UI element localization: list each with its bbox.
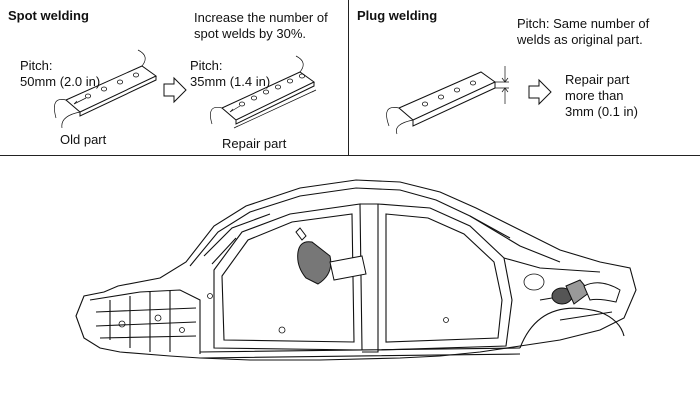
plug-welding-title: Plug welding (357, 8, 438, 23)
spot-welding-panel: Spot welding Increase the number of spot… (0, 0, 348, 155)
old-pitch-label: Pitch: 50mm (2.0 in) (20, 58, 101, 89)
old-part-label: Old part (60, 132, 107, 147)
spot-welding-title: Spot welding (8, 8, 89, 23)
body-holes (118, 273, 545, 334)
new-pitch-label: Pitch: 35mm (1.4 in) (190, 58, 271, 89)
plug-welding-gun-icon (551, 279, 621, 305)
plug-weld-strip-icon (386, 66, 509, 135)
hollow-right-arrow-icon (163, 76, 187, 104)
repair-part-label: Repair part (222, 136, 287, 151)
repair-part-strip-icon (210, 55, 317, 129)
plug-repair-note: Repair part more than 3mm (0.1 in) (565, 72, 638, 119)
spot-increase-note: Increase the number of spot welds by 30%… (194, 10, 328, 41)
old-part-strip-icon (54, 49, 157, 129)
plug-weld-strip-drawing (386, 66, 552, 135)
body-side-outline (75, 179, 637, 361)
panel-divider-vertical (348, 0, 349, 155)
plug-welding-panel: Plug welding Pitch: Same number of welds… (349, 0, 700, 155)
plug-pitch-note: Pitch: Same number of welds as original … (517, 16, 650, 47)
spot-welder-gun-icon (295, 227, 367, 285)
hollow-right-arrow-icon (528, 78, 552, 106)
panel-divider-horizontal (0, 155, 700, 156)
spot-weld-strips-drawing (54, 49, 317, 129)
